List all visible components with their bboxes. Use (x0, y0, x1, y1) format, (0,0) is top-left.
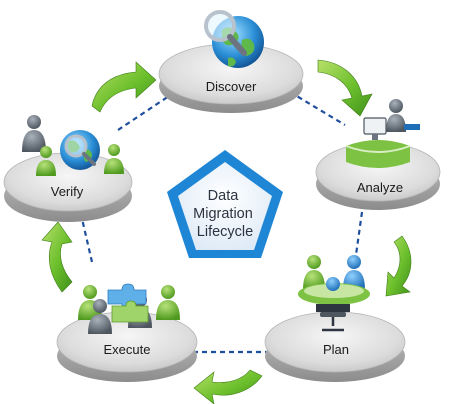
center-title: Data Migration Lifecycle (193, 188, 257, 240)
arrow-discover-to-analyze (317, 59, 373, 117)
connector-discover-analyze (289, 91, 346, 126)
center-line-3: Lifecycle (197, 224, 253, 240)
globe-inspection-icon (22, 115, 124, 176)
connector-lines (78, 91, 364, 354)
stage-analyze: Analyze (315, 99, 441, 210)
stage-discover: Discover (158, 10, 304, 113)
center-pentagon: Data Migration Lifecycle (167, 150, 283, 258)
stage-execute: Execute (56, 283, 198, 382)
puzzle-team-icon (78, 283, 180, 334)
globe-magnifier-icon (204, 10, 264, 68)
flow-arrows (41, 59, 412, 404)
planning-meeting-icon (298, 255, 370, 332)
connector-analyze-plan (353, 211, 364, 263)
stage-label-verify: Verify (51, 184, 84, 199)
arrow-plan-to-execute (193, 369, 263, 404)
stage-verify: Verify (3, 115, 133, 222)
pentagon-face (178, 162, 272, 250)
stage-label-execute: Execute (104, 342, 151, 357)
arrow-verify-to-discover (91, 61, 157, 113)
arrow-analyze-to-plan (385, 235, 412, 297)
center-line-2: Migration (193, 206, 253, 222)
connector-verify-discover (117, 91, 176, 131)
stage-plan: Plan (264, 255, 406, 382)
analyst-at-desk-icon (345, 99, 420, 168)
center-line-1: Data (208, 188, 240, 204)
stage-label-analyze: Analyze (357, 180, 403, 195)
stage-label-plan: Plan (323, 342, 349, 357)
stage-label-discover: Discover (206, 79, 257, 94)
arrow-execute-to-verify (41, 221, 73, 293)
